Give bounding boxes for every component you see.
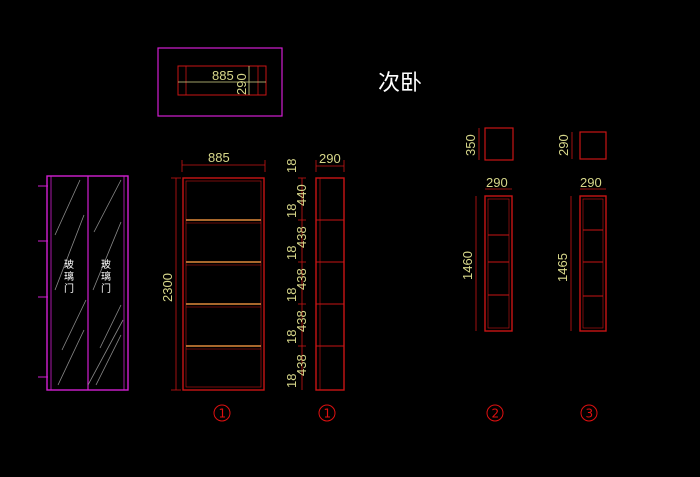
door-right-label: 玻璃门 <box>101 258 111 295</box>
cab2-box-dim: 350 <box>463 134 478 156</box>
side1-thk-3: 18 <box>284 288 299 302</box>
cab2-width-dim: 290 <box>486 175 508 190</box>
cab1-tag: 1 <box>219 407 227 421</box>
side1-h-2: 438 <box>294 226 309 248</box>
side1-h-3: 438 <box>294 268 309 290</box>
side1-thk-1: 18 <box>284 204 299 218</box>
side1-tag: 1 <box>324 407 332 421</box>
side1-h-4: 438 <box>294 310 309 332</box>
side1-width-dim: 290 <box>319 151 341 166</box>
glass-door: 玻璃门 玻璃门 <box>38 175 129 391</box>
cabinet-3: 290 290 1465 3 <box>555 131 607 422</box>
side1-thk-5: 18 <box>284 374 299 388</box>
cab3-height-dim: 1465 <box>555 253 570 282</box>
door-left-label: 玻璃门 <box>64 258 74 295</box>
cabinet-2: 350 290 1460 2 <box>460 127 514 422</box>
cab1-height-dim: 2300 <box>160 273 175 302</box>
side1-top-gap: 18 <box>284 159 299 173</box>
cab2-tag: 2 <box>492 407 500 421</box>
cab3-tag: 3 <box>586 407 594 421</box>
side1-h-1: 440 <box>294 184 309 206</box>
side1-thk-4: 18 <box>284 330 299 344</box>
cab3-width-dim: 290 <box>580 175 602 190</box>
cab1-width-dim: 885 <box>208 150 230 165</box>
side1-thk-2: 18 <box>284 246 299 260</box>
room-title: 次卧 <box>378 71 422 96</box>
plan-depth-dim: 290 <box>234 73 249 95</box>
plan-view: 885 290 <box>157 47 283 117</box>
cab2-height-dim: 1460 <box>460 251 475 280</box>
side1-h-5: 438 <box>294 354 309 376</box>
cab3-box-dim: 290 <box>556 134 571 156</box>
plan-width-dim: 885 <box>212 68 234 83</box>
cabinet-1-front: 885 2300 1 <box>160 150 266 422</box>
